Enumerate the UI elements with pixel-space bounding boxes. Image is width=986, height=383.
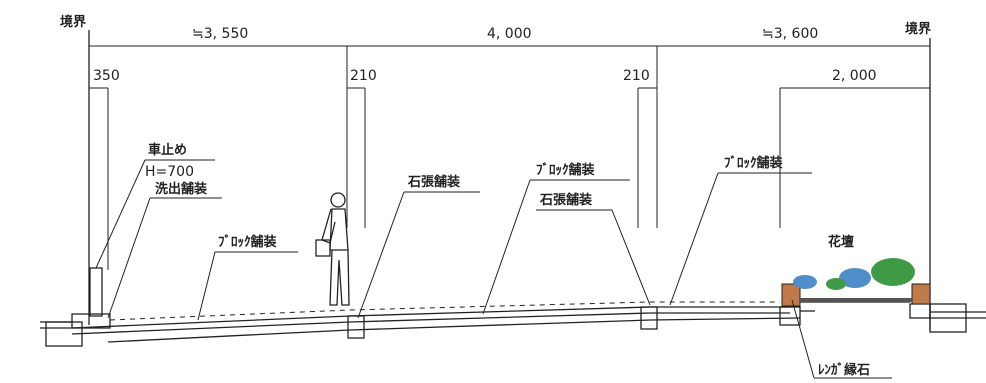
label-car-stop: 車止め	[148, 142, 187, 158]
label-block-paving-right: ﾌﾞﾛｯｸ舗装	[724, 155, 783, 171]
dimension-210-left: 210	[350, 68, 377, 84]
flower-bed	[781, 258, 931, 307]
leader-line	[107, 197, 151, 319]
label-stone-paving-left: 石張舗装	[407, 174, 460, 190]
label-stone-paving-center: 石張舗装	[539, 192, 592, 208]
label-exposed-aggregate: 洗出舗装	[155, 181, 207, 197]
dimension-2000: 2, 000	[832, 68, 877, 84]
dimension-right-total: ≒3, 600	[762, 26, 818, 42]
dimension-left-total: ≒3, 550	[192, 26, 248, 42]
label-flower-bed: 花壇	[828, 234, 854, 250]
label-car-stop-height: H=700	[145, 164, 194, 180]
label-brick-curb: ﾚﾝｶﾞ縁石	[818, 362, 870, 378]
leader-line	[197, 251, 216, 321]
label-block-paving-center: ﾌﾞﾛｯｸ舗装	[536, 162, 595, 178]
dimension-210-right: 210	[623, 68, 650, 84]
leader-line	[611, 209, 651, 306]
dimension-center-total: 4, 000	[487, 26, 532, 42]
pedestrian-figure	[315, 192, 350, 306]
leader-line	[95, 159, 146, 269]
leader-line	[482, 179, 531, 315]
leader-line	[791, 299, 815, 379]
leader-line	[357, 191, 405, 319]
pavement-section	[40, 301, 986, 347]
car-stop-post	[89, 267, 103, 317]
boundary-label-right: 境界	[905, 21, 931, 37]
boundary-label-left: 境界	[60, 14, 86, 30]
label-block-paving-left: ﾌﾞﾛｯｸ舗装	[218, 234, 277, 250]
dimension-350: 350	[93, 68, 120, 84]
leader-line	[669, 172, 719, 306]
